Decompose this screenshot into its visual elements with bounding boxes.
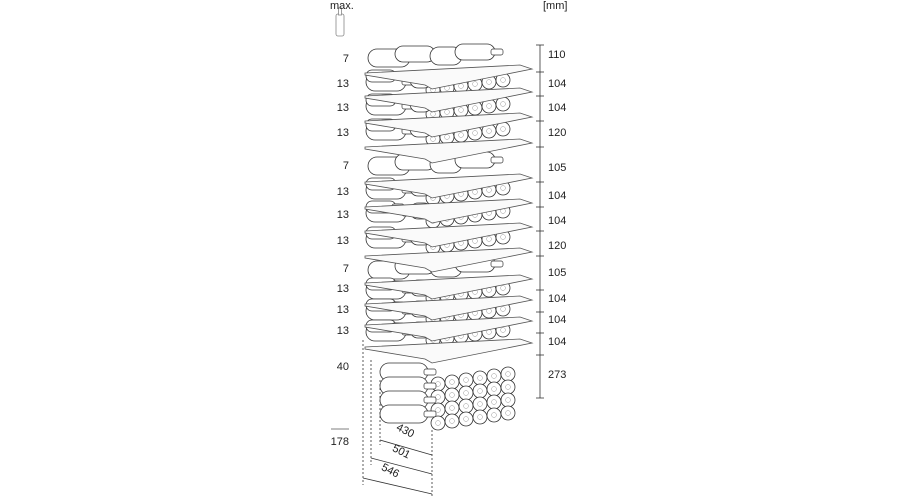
shelf <box>364 112 534 138</box>
capacity-value: 7 <box>342 160 349 172</box>
shelves-layer <box>364 64 534 364</box>
bottle-end <box>481 98 497 114</box>
shelf <box>364 247 534 273</box>
depth-line-546 <box>362 477 433 495</box>
bottle-end <box>486 368 502 384</box>
bottle-end <box>472 370 488 386</box>
capacity-value: 13 <box>336 102 349 114</box>
bottle-end <box>500 366 516 382</box>
unit-label: [mm] <box>543 0 568 12</box>
bottle-end <box>458 411 474 427</box>
shelf <box>364 338 534 364</box>
capacity-value: 13 <box>336 325 349 337</box>
height-value: 104 <box>548 293 567 305</box>
height-value: 120 <box>548 127 567 139</box>
bottle-end <box>500 379 516 395</box>
height-value: 104 <box>548 336 567 348</box>
depth-line-501 <box>370 457 433 475</box>
bottle-icon <box>335 7 345 37</box>
height-value: 105 <box>548 162 567 174</box>
bottom-stack <box>379 362 516 431</box>
bottle-end <box>472 383 488 399</box>
height-value: 110 <box>548 49 566 61</box>
height-value: 104 <box>548 102 567 114</box>
bottle-end <box>486 381 502 397</box>
dimension-lines <box>362 44 544 498</box>
shelf <box>364 295 534 321</box>
height-value: 104 <box>548 78 567 90</box>
bottle-end <box>430 415 446 431</box>
capacity-total: 178 <box>330 436 349 448</box>
shelf <box>364 87 534 113</box>
capacity-value: 13 <box>336 304 349 316</box>
bottle-end <box>500 405 516 421</box>
capacity-value: 7 <box>342 53 349 65</box>
bottle-end <box>444 374 460 390</box>
shelf <box>364 316 534 342</box>
shelf-row <box>367 43 504 68</box>
shelf <box>364 138 534 164</box>
bottle-lying <box>379 404 437 424</box>
capacity-value: 13 <box>336 78 349 90</box>
capacity-value: 7 <box>342 263 349 275</box>
bottle-end <box>444 400 460 416</box>
bottle-lying <box>454 43 504 61</box>
height-value: 120 <box>548 240 567 252</box>
bottle-end <box>458 398 474 414</box>
bottle-end <box>458 372 474 388</box>
bottle-end <box>500 392 516 408</box>
bottle-end <box>472 396 488 412</box>
shelf <box>364 222 534 248</box>
height-value: 104 <box>548 314 567 326</box>
bottle-end <box>458 385 474 401</box>
shelf <box>364 274 534 300</box>
bottle-lying <box>379 362 437 382</box>
shelf <box>364 173 534 199</box>
capacity-value: 13 <box>336 127 349 139</box>
depth-line-430 <box>379 439 433 456</box>
shelf <box>364 64 534 90</box>
bottle-end <box>472 409 488 425</box>
height-value: 273 <box>548 369 567 381</box>
capacity-value: 40 <box>336 361 349 373</box>
bottle-end <box>444 387 460 403</box>
bottle-end <box>486 407 502 423</box>
max-label: max. <box>330 0 354 12</box>
shelf <box>364 198 534 224</box>
capacity-value: 13 <box>336 235 349 247</box>
bottle-end <box>486 394 502 410</box>
capacity-value: 13 <box>336 186 349 198</box>
height-value: 104 <box>548 190 567 202</box>
height-value: 104 <box>548 215 567 227</box>
capacity-value: 13 <box>336 209 349 221</box>
bottle-end <box>444 413 460 429</box>
height-value: 105 <box>548 267 567 279</box>
capacity-value: 13 <box>336 283 349 295</box>
